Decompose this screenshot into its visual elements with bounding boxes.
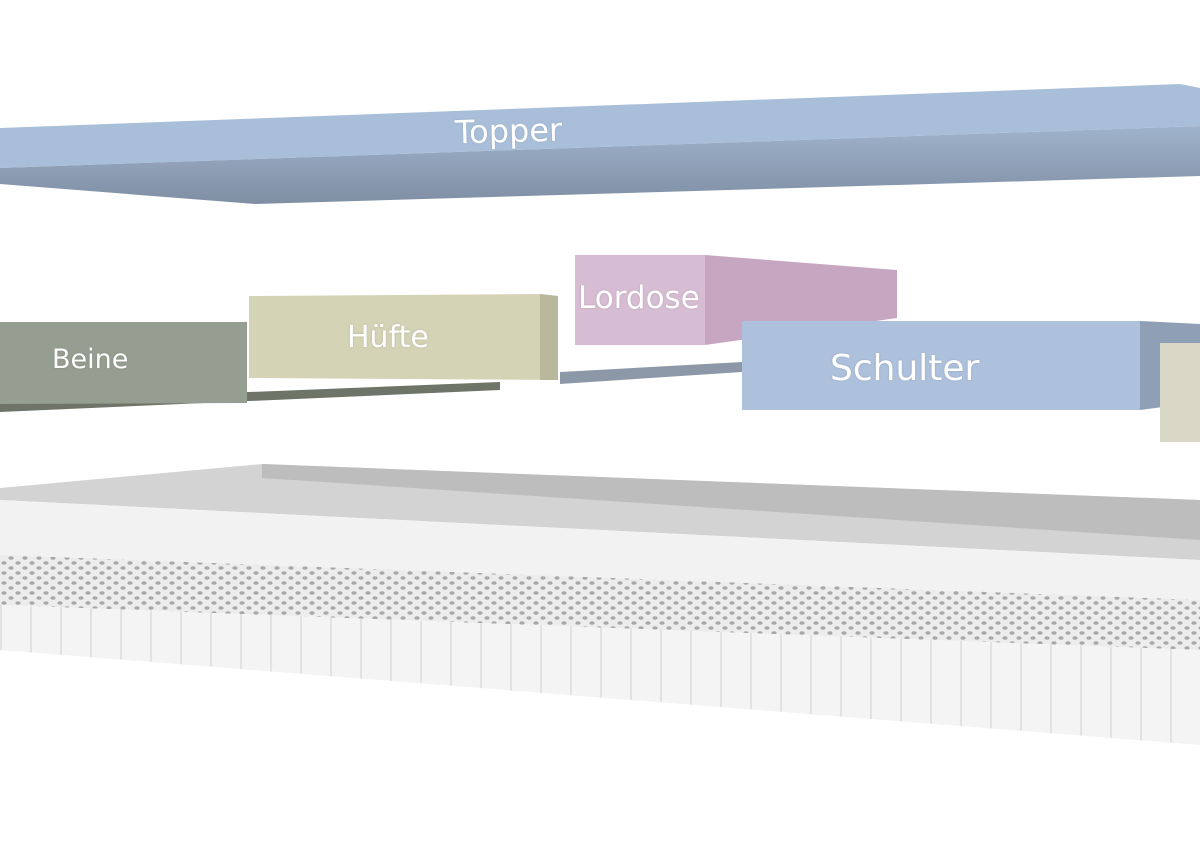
huefte-block [249,294,558,380]
mattress-base [0,464,1200,745]
schulter-label: Schulter [830,348,980,389]
right-edge-block [1160,343,1200,442]
topper-label: Topper [454,110,563,152]
beine-block [0,322,500,412]
block-shadow [560,362,742,384]
lordose-label: Lordose [578,280,700,316]
beine-label: Beine [52,344,129,375]
topper-layer [0,84,1200,204]
huefte-label: Hüfte [347,320,429,355]
